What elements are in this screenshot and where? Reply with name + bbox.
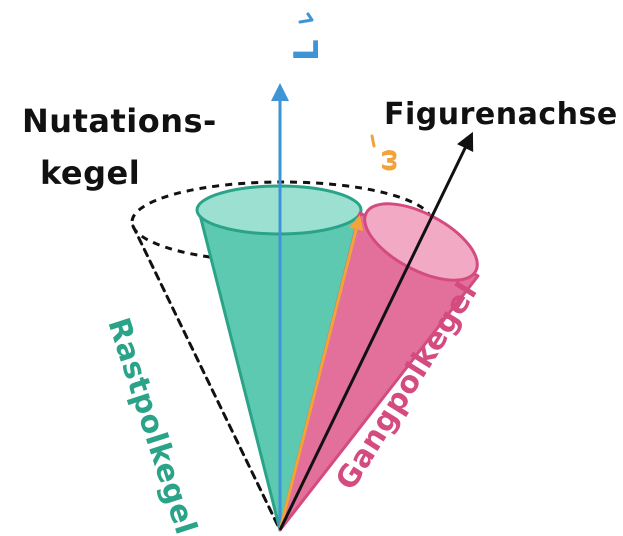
angular-momentum-label: L [287, 39, 327, 61]
angular-velocity-axis [278, 214, 364, 531]
figure-axis [278, 131, 474, 531]
angular-velocity-label: ω [373, 148, 403, 171]
angular-momentum-label-group: L [287, 12, 327, 61]
nutation-cone-label-line1: Nutations- [22, 102, 217, 140]
space-cone-label: Rastpolkegel [100, 314, 203, 536]
vector-arrow-icon [370, 134, 376, 148]
nutation-cone-left-edge [131, 224, 282, 532]
figure-axis-label: Figurenachse [384, 97, 618, 132]
vector-arrow-icon [298, 12, 314, 24]
nutation-cone-label-line2: kegel [40, 154, 140, 192]
angular-velocity-label-group: ω [370, 134, 403, 172]
